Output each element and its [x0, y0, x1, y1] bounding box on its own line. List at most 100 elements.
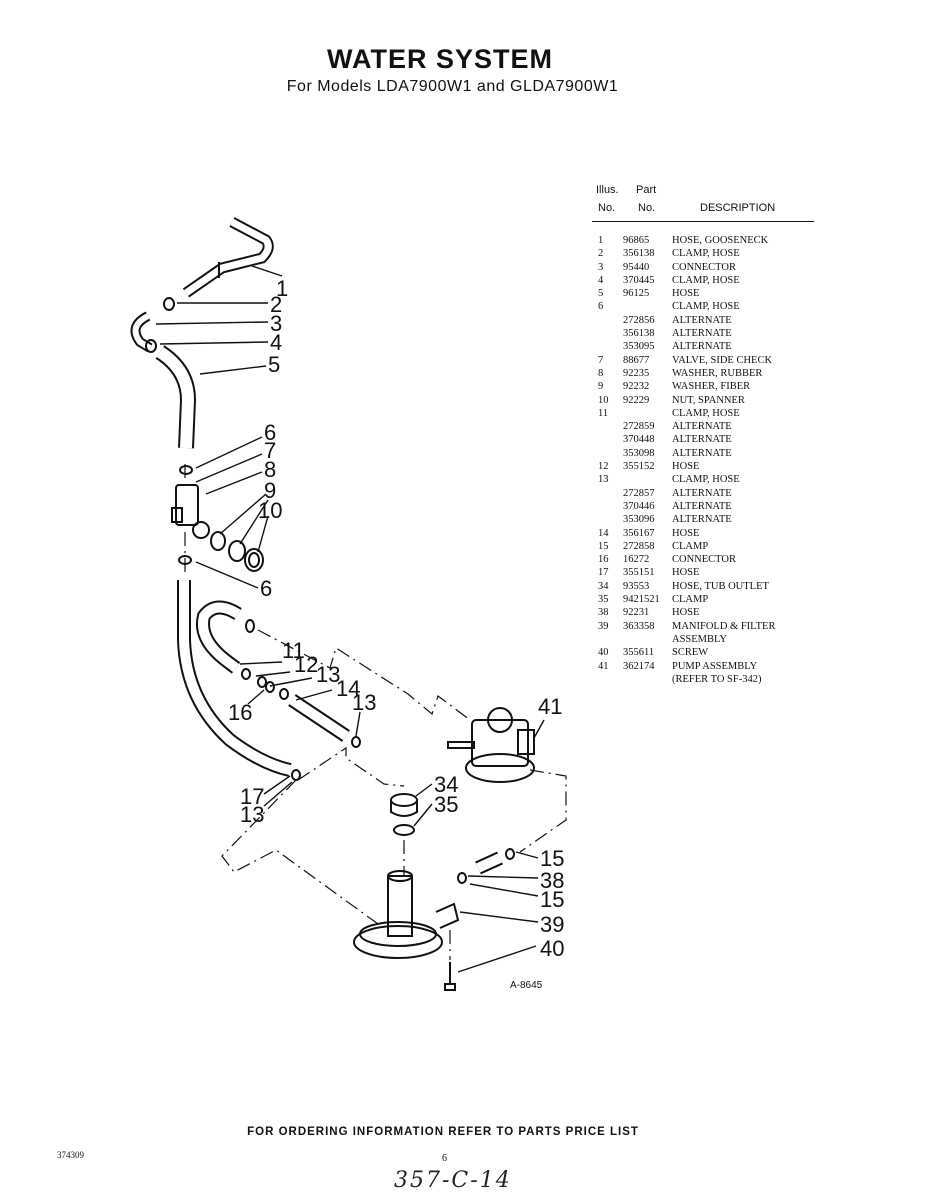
- callout-17: 17: [240, 784, 264, 809]
- illus-no: 35: [598, 594, 609, 606]
- part-no: 370448: [623, 434, 655, 446]
- illus-no: 38: [598, 607, 609, 619]
- illus-no: 16: [598, 554, 609, 566]
- description: ALTERNATE: [672, 487, 732, 499]
- description: HOSE, GOOSENECK: [672, 235, 769, 246]
- description: PUMP ASSEMBLY: [672, 660, 758, 672]
- callout-34: 34: [434, 772, 458, 797]
- side-check-valve: [175, 484, 199, 526]
- part-no: 95440: [623, 261, 650, 273]
- description: CONNECTOR: [672, 261, 736, 273]
- illus-no: 41: [598, 660, 609, 672]
- description: CLAMP, HOSE: [672, 248, 740, 260]
- part-no: 16272: [623, 554, 650, 566]
- part-no: 363358: [623, 620, 655, 632]
- clamp-35: [393, 824, 415, 836]
- page-subtitle: For Models LDA7900W1 and GLDA7900W1: [286, 78, 619, 95]
- part-no: 356138: [623, 248, 655, 260]
- part-no: 353098: [623, 447, 655, 459]
- illus-no: 9: [598, 381, 604, 393]
- callout-7: 7: [264, 438, 276, 463]
- part-no: 353096: [623, 514, 655, 526]
- illus-no: 3: [598, 261, 604, 273]
- description: (REFER TO SF-342): [672, 673, 762, 685]
- part-no: 92229: [623, 394, 650, 406]
- doc-number: 374309: [57, 1150, 84, 1160]
- part-no: 9421521: [623, 594, 660, 606]
- illus-no: 17: [598, 567, 609, 579]
- description: HOSE: [672, 607, 700, 619]
- description: CLAMP: [672, 594, 709, 606]
- callout-35: 35: [434, 792, 458, 817]
- part-no: 96865: [623, 235, 650, 246]
- description: NUT, SPANNER: [672, 394, 745, 406]
- manifold-filter-assembly: [353, 870, 460, 959]
- callout-9: 9: [264, 478, 276, 503]
- col-part-top: Part: [636, 184, 657, 196]
- description: HOSE: [672, 288, 700, 300]
- description: HOSE: [672, 527, 700, 539]
- part-no: 272857: [623, 487, 655, 499]
- part-no: 356138: [623, 328, 655, 340]
- table-row: 41 362174 PUMP ASSEMBLY: [592, 660, 822, 673]
- callout-2: 2: [270, 292, 282, 317]
- description: MANIFOLD & FILTER: [672, 620, 776, 632]
- description: HOSE, TUB OUTLET: [672, 580, 769, 592]
- part-no: 92231: [623, 607, 650, 619]
- description: HOSE: [672, 567, 700, 579]
- pump-assembly: [447, 707, 535, 783]
- spanner-nut-10: [244, 548, 264, 572]
- illus-no: 11: [598, 407, 609, 419]
- description: ALTERNATE: [672, 314, 732, 326]
- hose-clamp-2: [163, 297, 175, 311]
- callout-13b: 13: [352, 690, 376, 715]
- col-description: DESCRIPTION: [700, 202, 776, 214]
- screw-40: [444, 962, 456, 991]
- col-part-no: No.: [638, 202, 656, 214]
- description: CLAMP, HOSE: [672, 301, 740, 313]
- tub-outlet-hose: [390, 793, 418, 807]
- illus-no: 5: [598, 288, 604, 300]
- part-no: 353095: [623, 341, 655, 353]
- callout-labels: 1 2 3 4 5 6 7 8 9 10 6 11 12 13 14 13 16…: [228, 276, 564, 991]
- description: WASHER, FIBER: [672, 381, 751, 393]
- part-no: 355151: [623, 567, 655, 579]
- callout-15: 15: [540, 846, 564, 871]
- callout-4: 4: [270, 330, 282, 355]
- table-row: ASSEMBLY: [592, 633, 822, 646]
- illus-no: 34: [598, 580, 609, 592]
- callout-14: 14: [336, 676, 360, 701]
- part-no: 362174: [623, 660, 655, 672]
- illus-no: 12: [598, 461, 609, 473]
- callout-8: 8: [264, 457, 276, 482]
- col-no: No.: [598, 202, 616, 214]
- illus-no: 8: [598, 367, 604, 379]
- callout-40: 40: [540, 936, 564, 961]
- drawing-code: A-8645: [510, 980, 543, 991]
- callout-13c: 13: [240, 802, 264, 827]
- description: ALTERNATE: [672, 500, 732, 512]
- description: ALTERNATE: [672, 447, 732, 459]
- handwritten-note: 357-C-14: [394, 1168, 512, 1193]
- callout-41: 41: [538, 694, 562, 719]
